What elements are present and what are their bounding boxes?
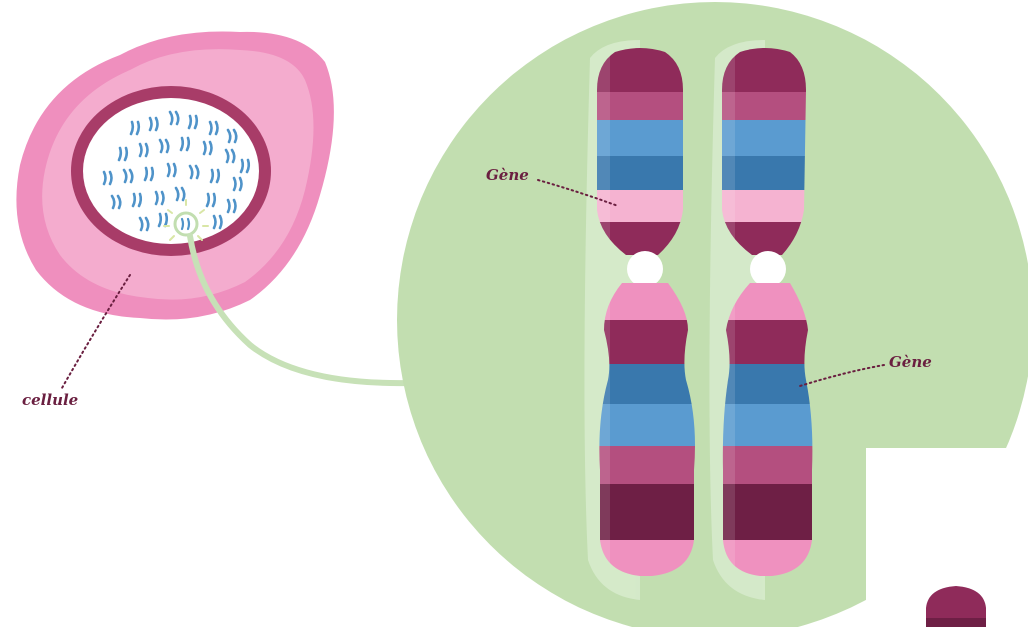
gene-label-right: Gène bbox=[889, 353, 932, 371]
gene-label-left: Gène bbox=[486, 166, 529, 184]
cell-label: cellule bbox=[22, 391, 78, 409]
chromosome-left-lower-arm bbox=[590, 280, 700, 580]
chromosome-left-upper-arm bbox=[590, 40, 690, 262]
inset-panel bbox=[866, 448, 1028, 627]
centromere-left bbox=[627, 251, 663, 287]
chromosome-right-lower-arm bbox=[715, 280, 820, 580]
chromosome-tip-fragment bbox=[866, 448, 1028, 627]
centromere-right bbox=[750, 251, 786, 287]
cell bbox=[16, 31, 333, 319]
